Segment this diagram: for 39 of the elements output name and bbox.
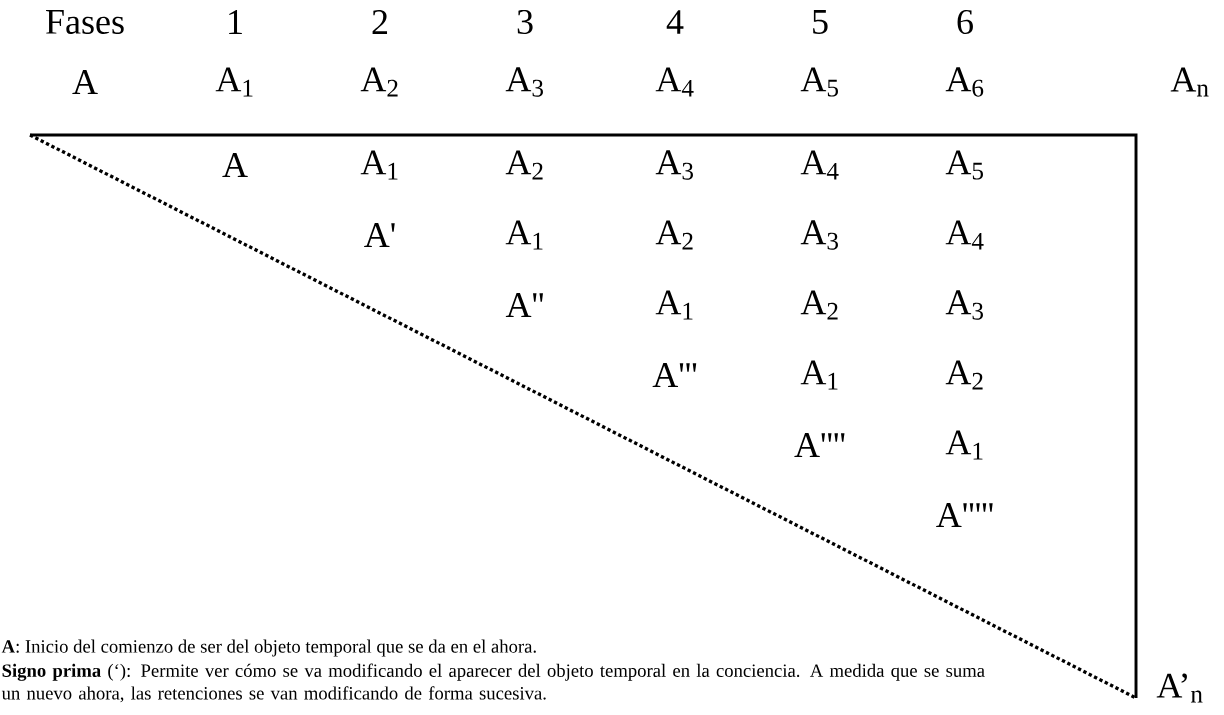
- term-label: A$_{1}$: [800, 360, 838, 390]
- term-label: A$_{3}$: [800, 220, 838, 250]
- term-label: A$_{3}$: [505, 67, 543, 97]
- term-label: A$_{3}$: [945, 290, 983, 320]
- term-label: A: [222, 153, 248, 177]
- phase-heading: 4: [666, 10, 684, 34]
- note-text: Signo prima (‘): Permite ver cómo se va modificando el aparecer del objeto temporal en la conciencia. A medida que se suma un nuevo ahora, las retenciones se van modificando de forma sucesiva.: [1, 663, 985, 703]
- term-label: A$_{1}$: [505, 220, 543, 250]
- term-label: A''''': [936, 503, 993, 527]
- term-label: A': [364, 223, 395, 247]
- term-label: A$_{1}$: [215, 67, 253, 97]
- term-label: A'': [505, 293, 543, 317]
- phase-heading: 6: [957, 9, 973, 35]
- phase-heading: Fases: [46, 10, 124, 34]
- term-label: A: [72, 70, 98, 94]
- term-label: A$_{4}$: [945, 220, 984, 250]
- term-label: A$_{4}$: [800, 150, 839, 180]
- term-label: A$_{n}$: [1170, 67, 1209, 97]
- phase-heading: 3: [517, 9, 533, 35]
- term-label: A$_{1}$: [945, 430, 983, 460]
- term-label: A$_{2}$: [360, 67, 398, 97]
- term-label: A$_{3}$: [655, 150, 693, 180]
- term-label: A$_{5}$: [800, 67, 838, 97]
- term-label: A$_{6}$: [945, 67, 984, 97]
- term-label: A'''': [794, 433, 845, 457]
- term-label: A$_{2}$: [505, 150, 543, 180]
- term-label: A$_{2}$: [800, 290, 838, 320]
- phase-heading: 2: [372, 10, 387, 34]
- phase-heading: 1: [229, 10, 242, 34]
- phase-heading: 5: [813, 10, 828, 34]
- term-label: A$_{1}$: [360, 150, 398, 180]
- term-label: A''': [652, 363, 697, 387]
- note-text: A: Inicio del comienzo de ser del objeto temporal que se da en el ahora.: [1, 639, 536, 657]
- term-label: A’$_{n}$: [1156, 673, 1203, 703]
- term-label: A$_{2}$: [655, 220, 693, 250]
- term-label: A$_{5}$: [945, 150, 983, 180]
- term-label: A$_{1}$: [655, 290, 693, 320]
- term-label: A$_{2}$: [945, 360, 983, 390]
- term-label: A$_{4}$: [655, 67, 694, 97]
